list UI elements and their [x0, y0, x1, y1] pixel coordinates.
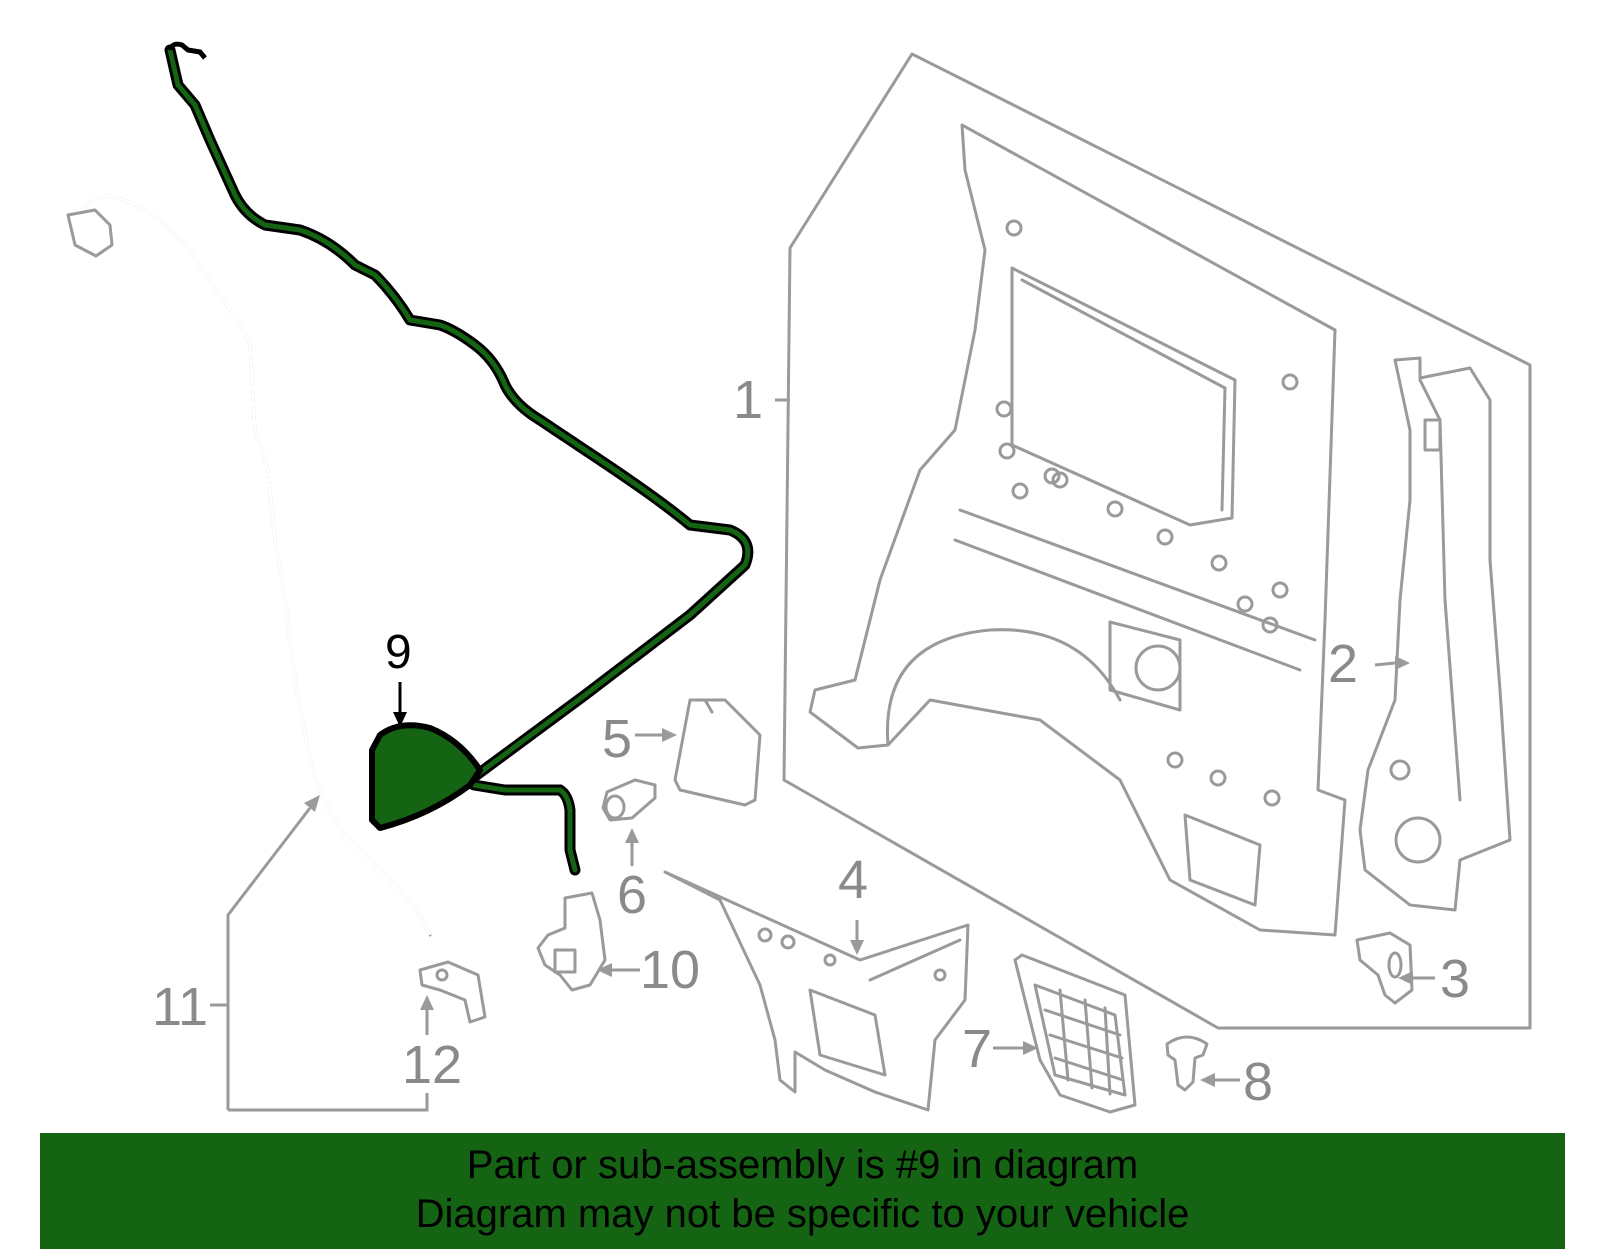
leader-9: [393, 682, 407, 727]
part-3-bracket[interactable]: [1355, 931, 1414, 1005]
leader-lines: [210, 398, 1435, 1112]
part-10-actuator[interactable]: [536, 891, 607, 992]
part-7-vent[interactable]: [1013, 953, 1137, 1114]
callout-7: 7: [962, 1019, 992, 1079]
part-11-cable[interactable]: [66, 194, 432, 937]
callout-10: 10: [640, 940, 700, 1000]
banner-line-1: Part or sub-assembly is #9 in diagram: [466, 1143, 1139, 1187]
part-5-fuel-door[interactable]: [673, 698, 762, 807]
banner-line-2: Diagram may not be specific to your vehi…: [415, 1192, 1190, 1236]
part-2-pillar[interactable]: [1358, 356, 1512, 912]
callout-8: 8: [1243, 1052, 1273, 1112]
callout-12: 12: [402, 1035, 462, 1095]
info-banner: Part or sub-assembly is #9 in diagram Di…: [40, 1133, 1565, 1249]
callout-1: 1: [733, 370, 763, 430]
callout-9: 9: [385, 626, 412, 679]
callout-5: 5: [602, 709, 632, 769]
callout-4: 4: [838, 850, 868, 910]
part-9-highlighted[interactable]: [164, 41, 754, 876]
part-8-clip[interactable]: [1165, 1035, 1209, 1092]
part-4-inner-panel[interactable]: [663, 870, 970, 1112]
part-1-quarter-panel[interactable]: [782, 52, 1532, 1030]
part-12-bracket[interactable]: [418, 960, 487, 1024]
callout-11: 11: [152, 977, 208, 1037]
callout-2: 2: [1328, 634, 1358, 694]
part-6-bumper[interactable]: [601, 778, 657, 822]
callout-6: 6: [617, 865, 647, 925]
callout-3: 3: [1440, 949, 1470, 1009]
